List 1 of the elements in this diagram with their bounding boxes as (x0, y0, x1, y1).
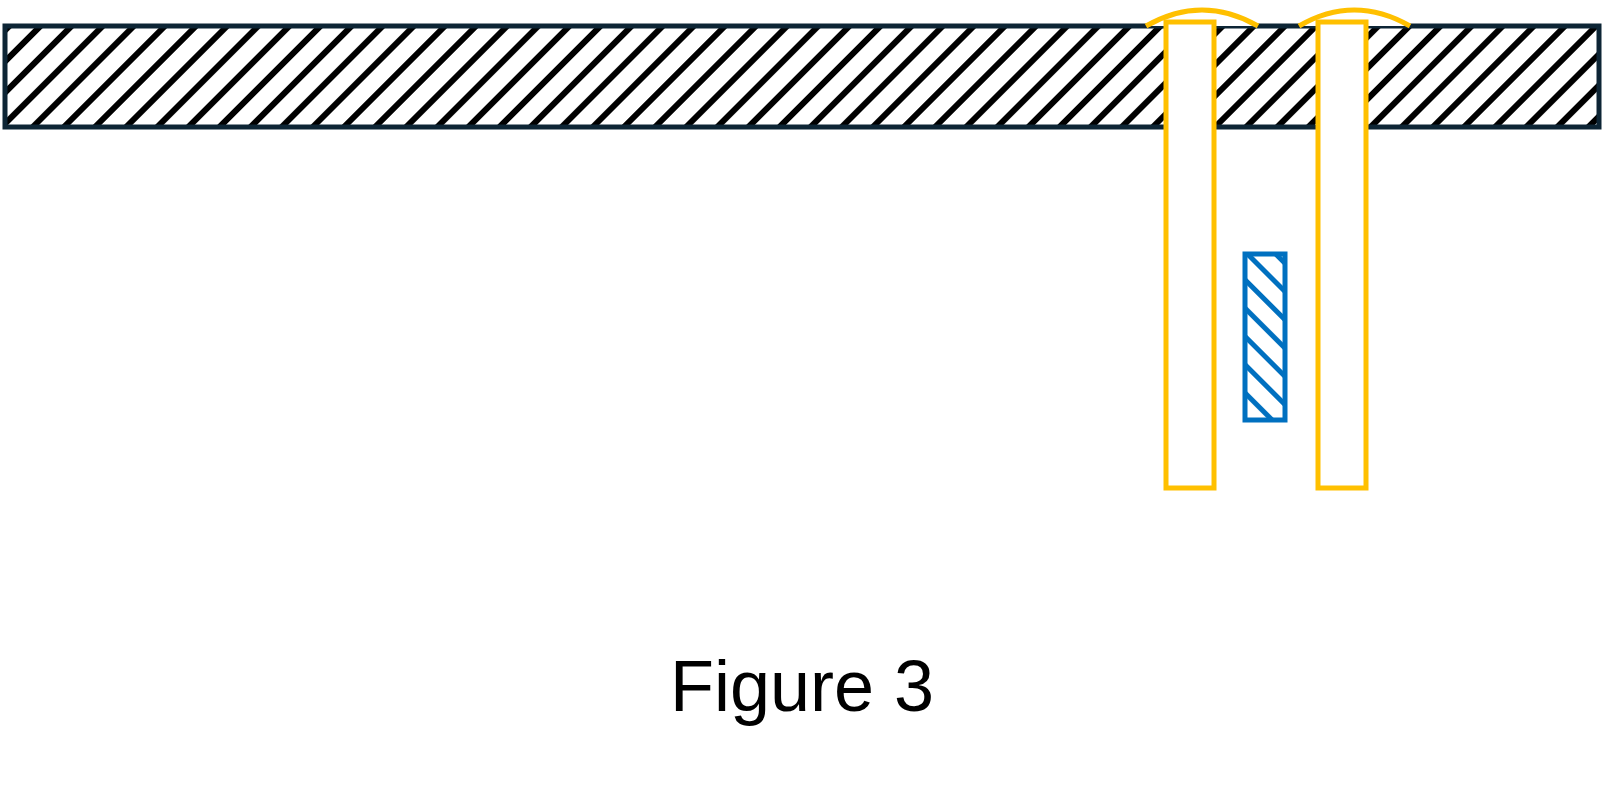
figure-caption: Figure 3 (669, 645, 935, 727)
